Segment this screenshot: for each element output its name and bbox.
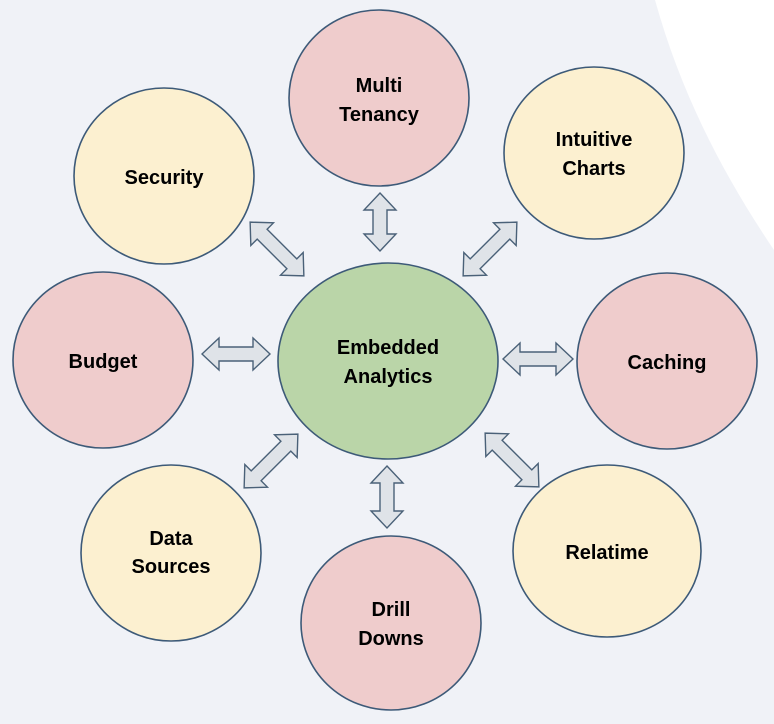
arrow-bottom-icon bbox=[369, 464, 405, 530]
node-intuitive-charts: Intuitive Charts bbox=[503, 66, 685, 240]
node-label: Tenancy bbox=[339, 104, 420, 126]
node-label: Drill bbox=[372, 599, 411, 621]
center-label: Analytics bbox=[344, 366, 433, 388]
node-label: Sources bbox=[132, 556, 211, 578]
center-node-embedded-analytics: Embedded Analytics bbox=[277, 262, 499, 460]
node-label: Budget bbox=[69, 351, 138, 373]
arrow-top-left-icon bbox=[249, 221, 305, 277]
node-label: Relatime bbox=[565, 542, 648, 564]
node-realtime: Relatime bbox=[512, 464, 702, 638]
node-label: Downs bbox=[358, 628, 424, 650]
arrow-top-icon bbox=[362, 191, 398, 253]
arrow-top-right-icon bbox=[462, 221, 518, 277]
node-label: Intuitive bbox=[556, 129, 633, 151]
node-caching: Caching bbox=[576, 272, 758, 450]
arrow-bottom-left-icon bbox=[243, 433, 299, 489]
node-drill-downs: Drill Downs bbox=[300, 535, 482, 711]
node-security: Security bbox=[73, 87, 255, 265]
arrow-left-icon bbox=[200, 336, 272, 372]
arrow-bottom-right-icon bbox=[484, 432, 540, 488]
node-label: Caching bbox=[628, 352, 707, 374]
center-label: Embedded bbox=[337, 337, 439, 359]
node-budget: Budget bbox=[12, 271, 194, 449]
node-multi-tenancy: Multi Tenancy bbox=[288, 9, 470, 187]
arrow-right-icon bbox=[501, 341, 575, 377]
node-label: Data bbox=[149, 528, 193, 550]
node-label: Multi bbox=[356, 75, 403, 97]
node-label: Security bbox=[125, 167, 205, 189]
node-data-sources: Data Sources bbox=[80, 464, 262, 642]
node-label: Charts bbox=[562, 158, 625, 180]
background-curve bbox=[655, 0, 774, 250]
